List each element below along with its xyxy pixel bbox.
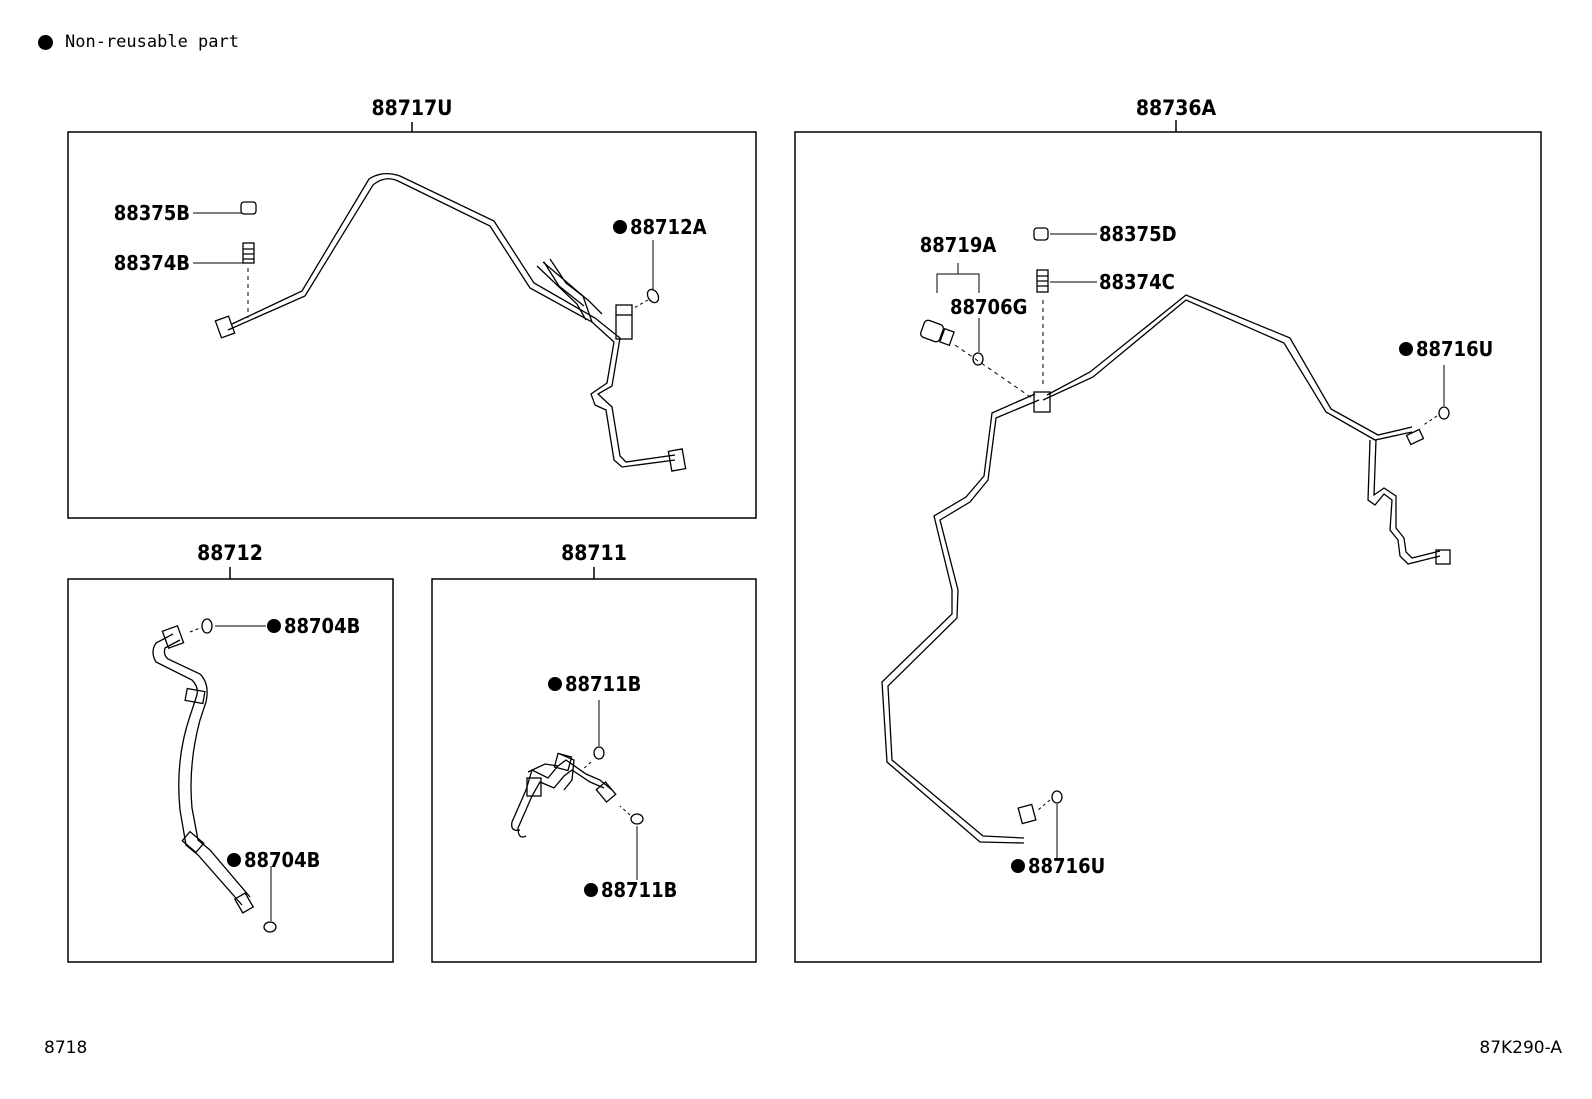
o-ring-icon: [1438, 406, 1450, 420]
part-label: 88704B: [244, 848, 320, 872]
non-reusable-marker-icon: [227, 853, 241, 867]
panel-88736a-frame: [794, 131, 1542, 963]
non-reusable-marker-icon: [584, 883, 598, 897]
panel-88717u-title: 88717U: [371, 96, 452, 120]
part-label: 88375D: [1099, 222, 1177, 246]
valve-icon: [242, 242, 255, 264]
panel-88736a-title: 88736A: [1136, 96, 1217, 120]
part-label: 88719A: [920, 233, 997, 257]
legend: Non-reusable part: [38, 32, 239, 52]
o-ring-icon: [1051, 790, 1063, 804]
part-label: 88374B: [114, 251, 190, 275]
non-reusable-marker-icon: [548, 677, 562, 691]
cap-icon: [240, 201, 257, 215]
o-ring-icon: [646, 288, 660, 304]
non-reusable-marker-icon: [38, 34, 53, 50]
non-reusable-marker-icon: [1011, 859, 1025, 873]
o-ring-icon: [972, 352, 984, 366]
part-label: 88704B: [284, 614, 360, 638]
part-label: 88374C: [1099, 270, 1175, 294]
part-label: 88716U: [1028, 854, 1105, 878]
pressure-sensor-icon: [920, 319, 944, 343]
part-label: 88716U: [1416, 337, 1493, 361]
footer-left-code: 8718: [44, 1038, 88, 1058]
panel-88717u-frame: [67, 131, 757, 519]
part-label: 88712A: [630, 215, 707, 239]
part-label: 88711B: [565, 672, 641, 696]
o-ring-icon: [593, 746, 605, 760]
pipe-88736a: [881, 227, 1451, 844]
o-ring-icon: [263, 921, 277, 933]
part-label: 88375B: [114, 201, 190, 225]
non-reusable-marker-icon: [613, 220, 627, 234]
panel-88711-frame: [431, 578, 757, 963]
panel-88712-title: 88712: [197, 541, 263, 565]
o-ring-icon: [630, 813, 644, 825]
pipe-88711: [511, 746, 644, 838]
pipe-88717u: [214, 172, 687, 472]
o-ring-icon: [201, 618, 213, 634]
non-reusable-marker-icon: [267, 619, 281, 633]
panel-88711-title: 88711: [561, 541, 627, 565]
non-reusable-marker-icon: [1399, 342, 1413, 356]
part-label: 88706G: [950, 295, 1027, 319]
footer-right-code: 87K290-A: [1479, 1038, 1562, 1058]
hose-88712: [152, 618, 277, 933]
part-label: 88711B: [601, 878, 677, 902]
legend-label: Non-reusable part: [65, 32, 239, 52]
cap-icon: [1033, 227, 1049, 241]
block-fitting-icon: [1033, 391, 1051, 413]
